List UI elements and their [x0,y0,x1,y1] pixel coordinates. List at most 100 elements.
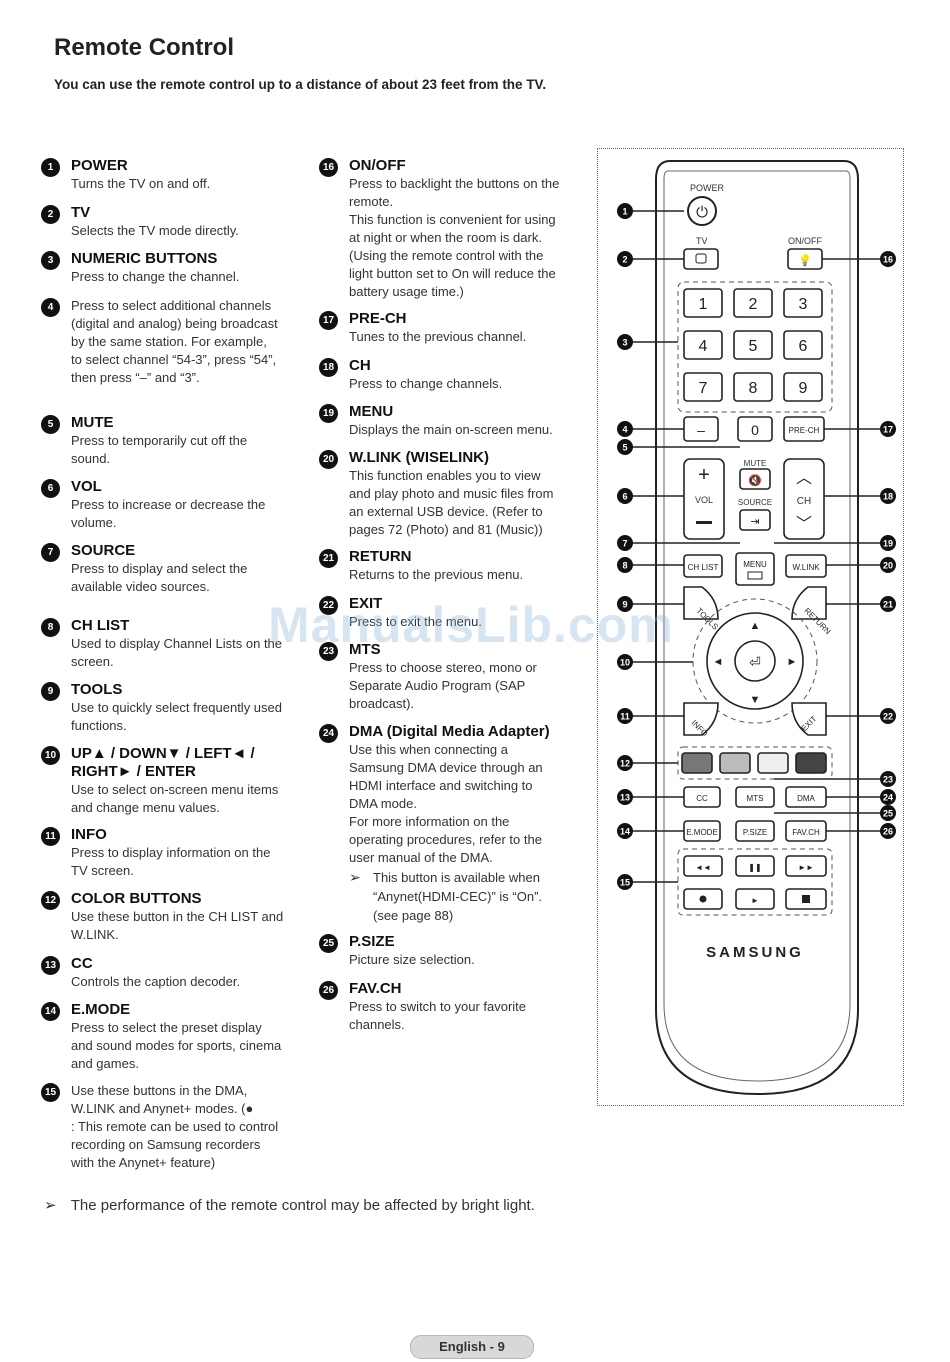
down-arrow-icon: ▼ [750,694,761,706]
callout-marker-19 [880,535,896,551]
item-description: Used to display Channel Lists on the scr… [71,636,283,669]
digit-button-7[interactable] [683,372,723,402]
item-heading: CC [71,955,93,972]
item-description: Press to backlight the buttons on the re… [349,176,560,299]
callout-marker-label: 16 [883,255,893,265]
item-description: Use this when connecting a Samsung DMA d… [349,742,543,865]
callout-marker-2 [617,251,633,267]
channel-down-icon: ﹀ [796,515,812,533]
callout-marker-22 [880,708,896,724]
callout-marker-label: 9 [622,600,627,610]
item-heading: E.MODE [71,1001,131,1018]
callout-marker-label: 11 [620,712,630,722]
item-heading: TOOLS [71,681,123,698]
digit-label: 7 [699,380,708,397]
callout-number-15: 15 [41,1083,60,1102]
callout-number-24: 24 [319,724,338,743]
callout-marker-12 [617,755,633,771]
callout-marker-label: 1 [622,207,627,217]
digit-button-8[interactable] [733,372,773,402]
callout-number-6: 6 [41,479,60,498]
callout-number-7: 7 [41,543,60,562]
power-button [687,196,717,226]
item-description: Press to exit the menu. [349,614,482,629]
chlist-button [683,554,723,578]
digit-button-2[interactable] [733,288,773,318]
callout-marker-13 [617,789,633,805]
digit-label: 9 [799,380,808,397]
item-description: Tunes to the previous channel. [349,329,527,344]
item-description: Press to choose stereo, mono or Separate… [349,660,537,711]
digit-button-9[interactable] [783,372,823,402]
item-heading: TV [71,204,91,221]
pause-icon: ❚❚ [748,863,761,872]
callout-marker-label: 22 [883,712,893,722]
item-heading: CH LIST [71,617,130,634]
callout-marker-3 [617,334,633,350]
digit-button-3[interactable] [783,288,823,318]
callout-marker-label: 10 [620,658,630,668]
callout-marker-label: 24 [883,793,893,803]
item-description: Press to select the preset display and s… [71,1020,282,1071]
callout-marker-label: 17 [883,425,893,435]
item-description: Controls the caption decoder. [71,974,241,989]
item-description: Picture size selection. [349,952,475,967]
play-button [735,888,775,910]
callout-marker-label: 20 [883,561,893,571]
callout-number-25: 25 [319,934,338,953]
note-arrow-icon: ➢ [349,869,361,885]
item-heading: PRE-CH [349,310,407,327]
callout-marker-23 [880,771,896,787]
digit-button-6[interactable] [783,330,823,360]
volume-down-icon [696,521,712,524]
page-subtitle: You can use the remote control up to a d… [54,77,547,92]
volume-up-icon: + [698,464,710,486]
item-heading: NUMERIC BUTTONS [71,250,218,267]
callout-number-26: 26 [319,981,338,1000]
watermark: ManualsLib.com [268,597,674,653]
svg-text:W.LINK: W.LINK [792,563,820,572]
svg-text:E.MODE: E.MODE [686,828,718,837]
bottom-note-text: The performance of the remote control ma… [70,1197,535,1214]
digit-button-4[interactable] [683,330,723,360]
callout-marker-label: 14 [620,827,630,837]
numeric-group-frame [677,281,833,413]
callout-marker-11 [617,708,633,724]
svg-text:P.SIZE: P.SIZE [743,828,767,837]
svg-text:VOL: VOL [695,495,713,505]
callout-number-2: 2 [41,205,60,224]
callout-marker-label: 13 [620,793,630,803]
svg-text:CC: CC [696,794,708,803]
red-button [681,752,713,774]
callout-marker-5 [617,439,633,455]
menu-icon [747,571,763,580]
item-heading: UP▲ / DOWN▼ / LEFT◄ / RIGHT► / ENTER [71,745,255,780]
tv-button [683,248,719,270]
item-description: This function enables you to view and pl… [349,468,554,537]
svg-text:DMA: DMA [797,794,815,803]
tv-icon [695,253,707,264]
svg-text:–: – [697,422,705,438]
callout-number-8: 8 [41,618,60,637]
callout-marker-label: 7 [622,539,627,549]
return-button [791,586,827,620]
digit-label: 5 [749,338,758,355]
callout-marker-16 [880,251,896,267]
rewind-button [683,855,723,877]
callout-marker-17 [880,421,896,437]
item-heading: MENU [349,403,394,420]
callout-number-12: 12 [41,891,60,910]
digit-button-1[interactable] [683,288,723,318]
item-description: Press to switch to your favorite channel… [349,999,527,1032]
digit-button-5[interactable] [733,330,773,360]
